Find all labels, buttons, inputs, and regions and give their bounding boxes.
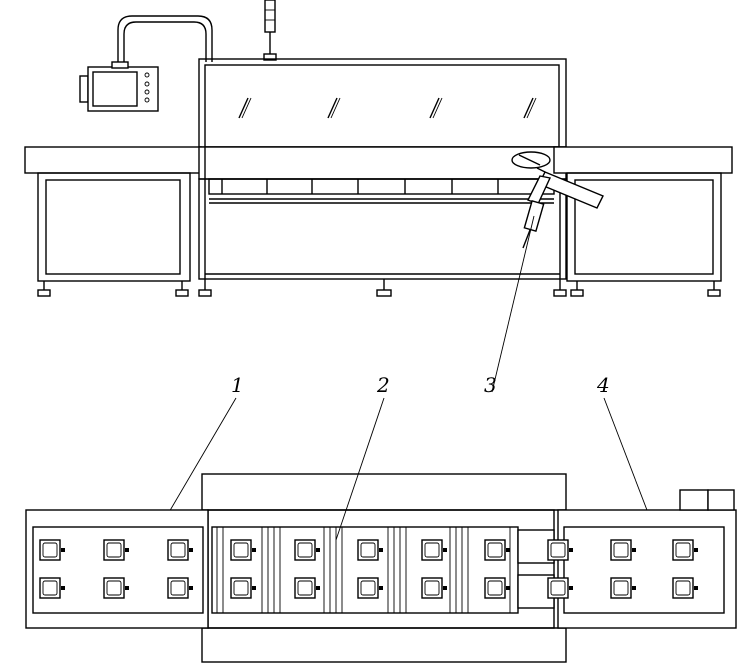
workpiece-icon: [547, 539, 573, 561]
workpiece-icon: [484, 577, 510, 599]
callout-label-3: 3: [484, 373, 497, 397]
workpiece-icon: [610, 577, 636, 599]
front-elevation: [24, 0, 733, 297]
workpiece-icon: [672, 577, 698, 599]
plan-view: [25, 473, 737, 663]
callout-label-2: 2: [376, 373, 390, 397]
workpiece-icon: [357, 577, 383, 599]
callout-3: 3: [484, 215, 535, 397]
callout-label-4: 4: [596, 373, 610, 397]
workpiece-icon: [230, 577, 256, 599]
workpiece-icon: [294, 539, 320, 561]
workpiece-icon: [547, 577, 573, 599]
workpiece-icon: [421, 539, 447, 561]
workpiece-icon: [610, 539, 636, 561]
workpiece-icon: [39, 539, 65, 561]
workpiece-icon: [167, 539, 193, 561]
callout-2: 2: [335, 373, 390, 541]
workpiece-icon: [39, 577, 65, 599]
workpiece-icon: [484, 539, 510, 561]
robot-arm-icon: [511, 151, 604, 249]
glass-hatch: [238, 97, 537, 119]
signal-tower-icon: [263, 0, 277, 61]
workpiece-icon: [421, 577, 447, 599]
workpiece-icon: [230, 539, 256, 561]
workpiece-icon: [103, 539, 129, 561]
conveyor-slats: [211, 526, 519, 614]
workpiece-icon: [357, 539, 383, 561]
workpiece-icon: [167, 577, 193, 599]
fixture-dividers: [221, 179, 499, 194]
workpiece-icon: [294, 577, 320, 599]
control-panel-icon: [79, 61, 159, 112]
callout-label-1: 1: [231, 373, 244, 397]
workpiece-icon: [672, 539, 698, 561]
workpieces: [39, 539, 698, 599]
workpiece-icon: [103, 577, 129, 599]
